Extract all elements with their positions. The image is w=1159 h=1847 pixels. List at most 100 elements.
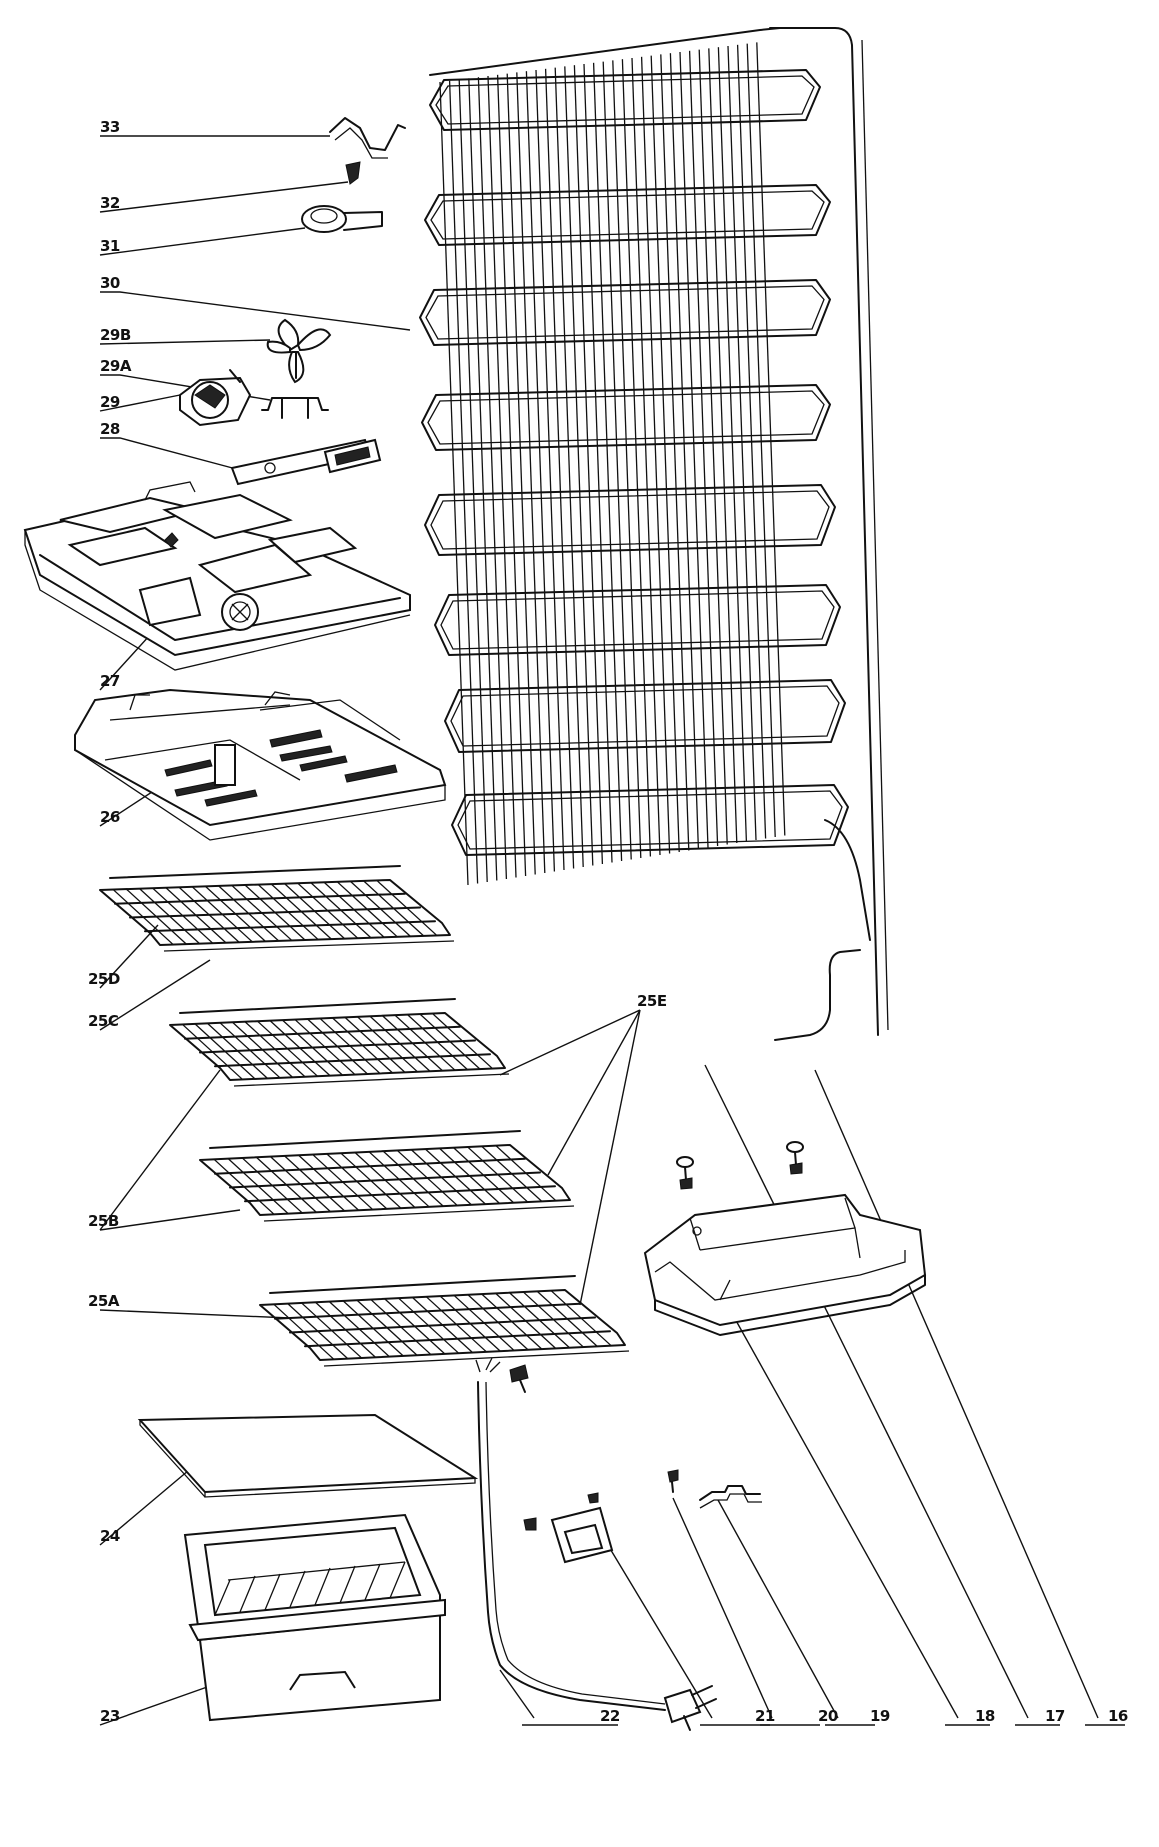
coil-wire bbox=[612, 60, 642, 859]
shelf-back-bar bbox=[109, 865, 401, 879]
coil-wire bbox=[660, 54, 690, 851]
part-21-bracket bbox=[523, 1492, 614, 1564]
coil-wire bbox=[708, 48, 738, 844]
shelf-frame bbox=[259, 1289, 626, 1361]
coil-loop bbox=[421, 384, 831, 451]
condenser-frame-tube bbox=[769, 27, 879, 1036]
part-28-damper bbox=[230, 438, 382, 486]
callout-20: 20 bbox=[818, 1707, 838, 1725]
shelf-back-bar bbox=[269, 1275, 576, 1294]
coil-loop-inner bbox=[425, 285, 825, 340]
coil-wire bbox=[554, 67, 584, 868]
coil-loop bbox=[419, 279, 831, 346]
callout-25C: 25C bbox=[88, 1012, 119, 1030]
coil-loop bbox=[429, 69, 821, 131]
shelf-frame bbox=[169, 1012, 506, 1081]
part-23-crisper-drawer bbox=[183, 1513, 446, 1722]
part-33-clip bbox=[329, 117, 406, 151]
coil-wire bbox=[468, 78, 498, 881]
coil-wire bbox=[487, 75, 517, 878]
coil-wire bbox=[621, 59, 652, 857]
coil-wire bbox=[573, 65, 604, 865]
shelf-frame bbox=[199, 1144, 571, 1216]
callout-24: 24 bbox=[100, 1527, 120, 1545]
shelf-25B-upper bbox=[169, 998, 510, 1087]
part-29-fan-motor bbox=[179, 369, 252, 427]
callout-29: 29 bbox=[100, 393, 120, 411]
shelf-front-rail bbox=[323, 1350, 630, 1367]
coil-wire bbox=[602, 61, 632, 860]
callout-18: 18 bbox=[975, 1707, 995, 1725]
callout-25D: 25D bbox=[88, 970, 120, 988]
shelf-rail bbox=[244, 1185, 556, 1203]
callout-28: 28 bbox=[100, 420, 120, 438]
condenser-coil bbox=[419, 27, 849, 886]
shelf-rail bbox=[129, 906, 421, 919]
callout-25B: 25B bbox=[88, 1212, 119, 1230]
coil-wire bbox=[544, 68, 575, 869]
coil-header-tube bbox=[429, 27, 781, 76]
wire-shelves bbox=[99, 865, 630, 1367]
coil-wire bbox=[650, 55, 680, 853]
coil-wire bbox=[506, 73, 536, 875]
coil-loop-inner bbox=[450, 685, 840, 747]
condenser-side-tube bbox=[824, 819, 871, 941]
shelf-rail bbox=[304, 1330, 611, 1348]
shelf-rail bbox=[214, 1157, 526, 1175]
shelf-front-rail bbox=[263, 1205, 575, 1222]
callout-labels: 33 32 31 30 29B 29A 29 28 27 26 25D 25C … bbox=[88, 118, 1128, 1725]
part-18-drain-pan bbox=[643, 1193, 927, 1336]
coil-wire bbox=[688, 50, 719, 847]
shelf-back-bar bbox=[209, 1130, 521, 1149]
coil-loop-inner bbox=[430, 490, 830, 550]
coil-wire bbox=[727, 45, 757, 841]
callout-32: 32 bbox=[100, 194, 120, 212]
leader-lines bbox=[99, 135, 1125, 1726]
shelf-rail bbox=[289, 1316, 596, 1334]
coil-wire bbox=[746, 43, 776, 838]
coil-loop bbox=[424, 184, 831, 246]
part-17-screw bbox=[676, 1156, 694, 1190]
shelf-front-rail bbox=[233, 1073, 510, 1087]
part-32-screw bbox=[345, 161, 361, 185]
coil-wire bbox=[525, 71, 556, 872]
coil-wire bbox=[477, 77, 508, 880]
coil-loop-inner bbox=[427, 390, 825, 445]
part-29B-fan-blade bbox=[266, 318, 332, 384]
part-26-evaporator-cover bbox=[74, 688, 447, 841]
condenser-outlet-tube bbox=[774, 949, 861, 1041]
coil-loop-inner bbox=[440, 590, 835, 650]
shelf-25D bbox=[99, 865, 455, 952]
coil-loop bbox=[424, 484, 836, 556]
coil-wire bbox=[458, 79, 488, 883]
shelf-rail bbox=[114, 892, 406, 905]
part-29A-bracket bbox=[261, 397, 329, 419]
coil-wire bbox=[669, 53, 700, 850]
shelf-rail bbox=[184, 1025, 461, 1040]
shelf-rail bbox=[144, 920, 436, 933]
coil-wire bbox=[583, 63, 613, 863]
coil-wire bbox=[631, 57, 661, 856]
coil-loop-inner bbox=[457, 790, 843, 850]
coil-loop bbox=[434, 584, 841, 656]
callout-30: 30 bbox=[100, 274, 120, 292]
coil-wire bbox=[516, 72, 546, 874]
coil-wire bbox=[564, 66, 594, 866]
shelf-25B-lower bbox=[199, 1130, 575, 1222]
callout-21: 21 bbox=[755, 1707, 775, 1725]
coil-wire bbox=[496, 74, 527, 877]
coil-loop-inner bbox=[430, 190, 825, 240]
callout-27: 27 bbox=[100, 672, 120, 690]
callout-33: 33 bbox=[100, 118, 120, 136]
callout-16: 16 bbox=[1108, 1707, 1128, 1725]
callout-29A: 29A bbox=[100, 357, 132, 375]
callout-29B: 29B bbox=[100, 326, 131, 344]
callout-25E: 25E bbox=[637, 992, 667, 1010]
callout-25A: 25A bbox=[88, 1292, 120, 1310]
part-24-crisper-cover bbox=[137, 1413, 479, 1498]
coil-wire bbox=[679, 51, 709, 848]
condenser-frame-tube-inner bbox=[861, 39, 889, 1031]
shelf-25A bbox=[259, 1275, 630, 1367]
